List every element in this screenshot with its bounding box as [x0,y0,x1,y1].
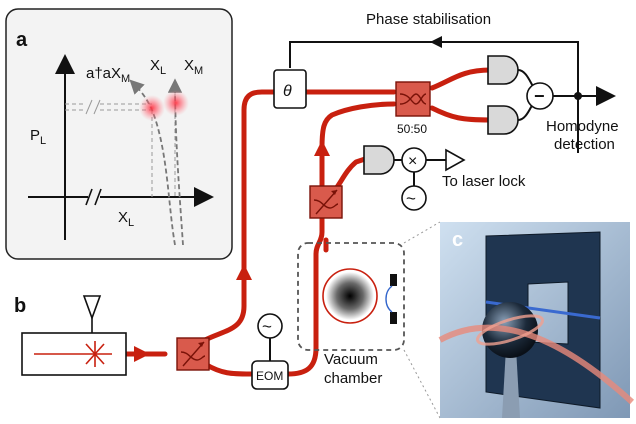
trajectory-curve-1 [129,79,176,246]
state-spot-xm [163,90,189,116]
fiber-bs-out-bottom [429,105,493,123]
setup-b: b Phase stabilisation [14,11,619,419]
vacuum-label-line2: chamber [324,370,382,387]
cavity-membrane-line [385,285,393,313]
beamsplitter-ratio-label: 50:50 [397,122,427,136]
render-c-laser-beam [438,324,635,405]
laser-star-icon [85,341,105,367]
homodyne-label-line1: Homodyne [546,118,619,135]
label-xm-top: XM [184,57,203,77]
fiber-bs-out-top [429,65,493,91]
eom-label: EOM [256,369,283,383]
render-c-laser-ring [476,314,544,346]
subtractor-symbol: − [534,86,545,106]
axis-y-label: PL [30,127,46,147]
render-c-pedestal [502,348,520,418]
fiber-network [121,65,493,377]
fiber-eom-out [285,101,397,377]
vacuum-label-line1: Vacuum [324,351,378,368]
axis-break-x [85,188,102,206]
cavity-mirror-top [390,274,397,286]
panel-c-letter: c [452,229,463,251]
phase-stabilisation-label: Phase stabilisation [366,11,491,28]
beamsplitter-50-50 [395,81,431,117]
guide-break [85,99,101,115]
photodetector-top [487,55,519,85]
antenna-icon [82,295,102,321]
zoom-line-top [403,221,441,244]
fiber-arrow-signal [314,140,330,156]
phase-feedback-arrow [430,36,442,48]
guide-lines [65,80,176,197]
zoom-line-bottom [403,349,441,419]
label-measured: a†aXM [86,65,130,85]
variable-splitter-input [176,337,210,371]
laser-lock-label: To laser lock [442,173,526,190]
photodetector-lock [363,145,395,175]
oscillator-eom [257,313,283,339]
cavity-mirror-bottom [390,312,397,324]
label-xl-top: XL [150,57,166,77]
homodyne-label-line2: detection [554,136,615,153]
phase-shifter-label: θ [283,83,292,100]
axis-x-label: XL [118,209,134,229]
oscillator-eom-symbol: ~ [262,317,272,336]
mixer-symbol: × [408,153,417,170]
fiber-signal-arm [202,361,255,377]
oscillator-lock [401,185,427,211]
panel-b-letter: b [14,295,26,317]
photodetector-bottom [487,105,519,135]
panel-a-letter: a [16,29,28,51]
oscillator-lock-symbol: ~ [406,189,416,208]
inset-a: a a†aXM XL [5,8,233,260]
fiber-arrow-laser [134,346,150,362]
phase-shifter-box [273,69,307,109]
fiber-lo-arm [202,89,277,343]
amplifier-icon [445,148,466,172]
membrane-mode [326,272,374,320]
fiber-arrow-lo [236,264,252,280]
render-c: c [438,222,635,418]
laser-source [21,295,127,376]
variable-splitter-tap [309,185,343,219]
trajectory-curve-2 [167,78,184,246]
vacuum-chamber-frame [297,242,405,351]
state-spot-measured [139,95,165,121]
